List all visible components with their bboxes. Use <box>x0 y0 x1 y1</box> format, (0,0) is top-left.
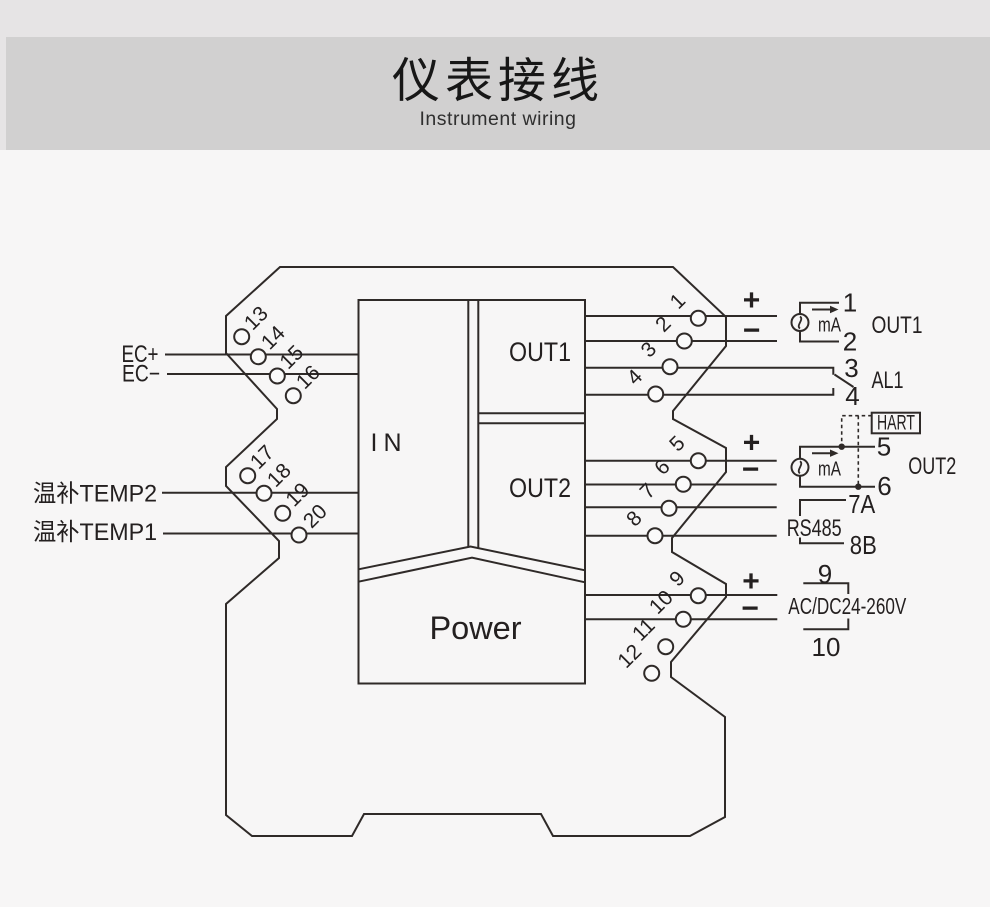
label-hart: HART <box>877 412 915 435</box>
terminal-label-9: 9 <box>665 567 690 592</box>
terminal-label-12: 12 <box>613 640 646 673</box>
block-label-in: IN <box>371 429 408 457</box>
module-box <box>357 299 586 685</box>
relay-blade <box>833 373 855 388</box>
block-label-power: Power <box>429 610 521 646</box>
stub-6: 6 <box>877 471 891 501</box>
label-ma-out1: mA <box>818 315 842 337</box>
wire-4 <box>585 388 835 396</box>
roof-upper <box>358 545 586 572</box>
stub-3: 3 <box>844 353 858 383</box>
stub-5: 5 <box>877 432 891 462</box>
terminal-label-7: 7 <box>636 479 661 504</box>
block-label-out1: OUT1 <box>509 337 571 367</box>
power-bracket <box>803 582 850 631</box>
terminal-18 <box>255 484 273 502</box>
stub-9: 9 <box>818 559 832 589</box>
label-out2: OUT2 <box>908 453 956 480</box>
page-title: 仪表接线 <box>391 55 604 108</box>
page-subtitle: Instrument wiring <box>419 108 577 130</box>
terminal-16 <box>284 387 302 405</box>
stub-2: 2 <box>843 327 857 357</box>
terminal-13 <box>233 328 251 346</box>
terminal-12 <box>643 664 661 682</box>
terminal-5 <box>689 452 707 470</box>
rs485-bracket <box>799 499 846 545</box>
label-al1: AL1 <box>872 367 904 394</box>
out1-plus: + <box>743 284 761 317</box>
terminal-label-6: 6 <box>650 455 675 480</box>
stub-8b: 8B <box>850 530 877 560</box>
terminal-2 <box>675 332 693 350</box>
out2-ma-source-icon <box>790 457 810 477</box>
terminal-11 <box>657 638 675 656</box>
terminal-17 <box>239 467 257 485</box>
out2-plus: + <box>743 427 761 460</box>
stub-1: 1 <box>843 288 857 318</box>
junction-dot-5 <box>838 443 845 450</box>
out1-minus: − <box>743 314 761 347</box>
terminal-20 <box>290 526 308 544</box>
terminal-label-10: 10 <box>645 586 678 619</box>
header-banner: 仪表接线 Instrument wiring <box>6 37 990 150</box>
label-acdc: AC/DC24-260V <box>788 593 906 619</box>
junction-dot-6 <box>855 483 862 490</box>
block-label-out2: OUT2 <box>509 473 571 503</box>
terminal-14 <box>249 348 267 366</box>
label-temp2: 温补TEMP2 <box>33 481 157 508</box>
label-ec-minus: EC− <box>122 361 160 388</box>
stub-7a: 7A <box>848 489 876 519</box>
terminal-1 <box>689 309 707 327</box>
power-plus: + <box>742 565 760 598</box>
terminal-10 <box>674 610 692 628</box>
label-ma-out2: mA <box>818 459 842 481</box>
out2-arrowhead <box>830 449 839 457</box>
out1-ma-bracket <box>799 301 839 343</box>
terminal-label-8: 8 <box>622 507 647 532</box>
hart-box <box>870 411 922 435</box>
label-ec-plus: EC+ <box>122 341 159 368</box>
out2-minus: − <box>742 453 760 486</box>
label-out1: OUT1 <box>872 312 923 339</box>
roof-lower <box>358 556 586 584</box>
terminal-8 <box>646 527 664 545</box>
terminal-label-1: 1 <box>666 289 691 314</box>
stub-4: 4 <box>845 381 859 411</box>
terminal-4 <box>647 385 665 403</box>
terminal-7 <box>660 499 678 517</box>
out1-ma-squiggle <box>797 315 803 330</box>
divider-vertical <box>467 300 480 549</box>
stub-10: 10 <box>812 632 841 662</box>
out2-ma-bracket <box>799 445 875 488</box>
device-outline <box>225 266 727 837</box>
terminal-3 <box>661 358 679 376</box>
terminal-9 <box>689 587 707 605</box>
label-temp1: 温补TEMP1 <box>33 519 157 546</box>
terminal-15 <box>268 367 286 385</box>
terminal-label-5: 5 <box>665 432 690 457</box>
out2-ma-squiggle <box>797 460 803 475</box>
out1-ma-source-icon <box>790 313 810 332</box>
hart-dashed-link <box>840 414 872 487</box>
power-minus: − <box>741 592 759 625</box>
terminal-6 <box>674 475 692 493</box>
label-rs485: RS485 <box>787 515 842 542</box>
terminal-19 <box>274 504 292 522</box>
out1-arrowhead <box>830 305 839 314</box>
divider-out1-out2 <box>478 412 585 425</box>
